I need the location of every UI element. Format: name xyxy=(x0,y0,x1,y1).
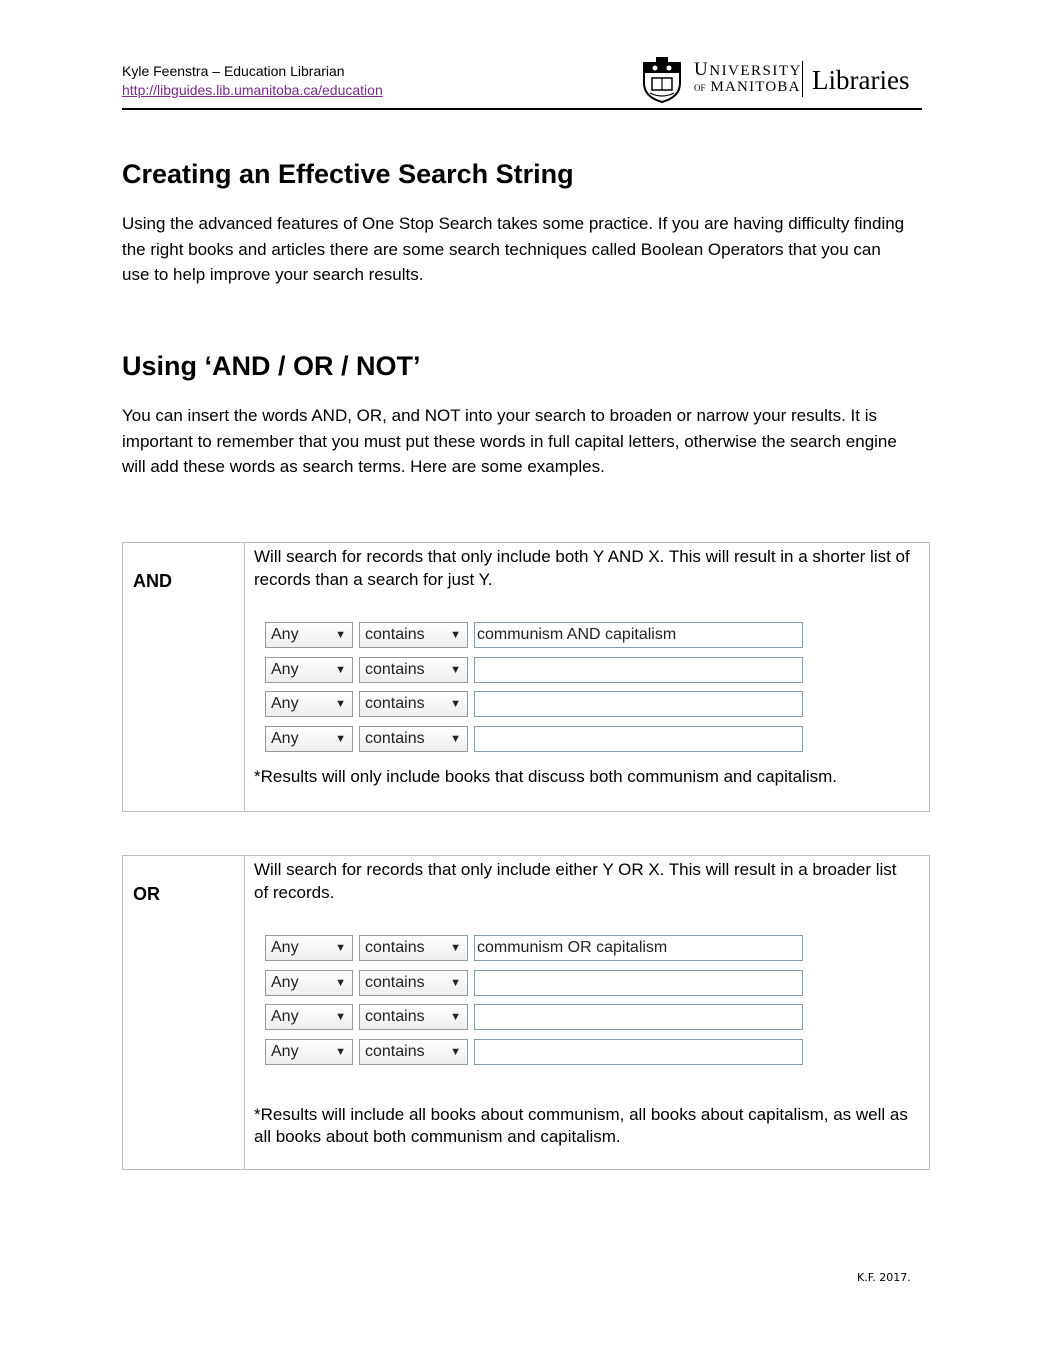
intro-paragraph: Using the advanced features of One Stop … xyxy=(122,214,905,284)
field-select[interactable]: Any▼ xyxy=(265,725,353,752)
page-header: Kyle Feenstra – Education Librarian http… xyxy=(122,62,922,112)
operator-label: AND xyxy=(133,571,172,591)
chevron-down-icon: ▼ xyxy=(450,698,461,710)
guide-link[interactable]: http://libguides.lib.umanitoba.ca/educat… xyxy=(122,82,383,98)
chevron-down-icon: ▼ xyxy=(335,942,346,954)
footer-initials: K.F. 2017. xyxy=(857,1271,911,1284)
condition-select[interactable]: contains▼ xyxy=(359,725,468,752)
search-term-input[interactable] xyxy=(474,969,803,996)
condition-select[interactable]: contains▼ xyxy=(359,691,468,717)
condition-select[interactable]: contains▼ xyxy=(359,1038,468,1065)
operator-cell: OR xyxy=(123,856,245,1169)
and-example-table: AND Will search for records that only in… xyxy=(122,542,930,812)
chevron-down-icon: ▼ xyxy=(335,629,346,641)
condition-select[interactable]: contains▼ xyxy=(359,969,468,996)
field-select[interactable]: Any▼ xyxy=(265,656,353,683)
chevron-down-icon: ▼ xyxy=(335,698,346,710)
operator-description: Will search for records that only includ… xyxy=(254,547,910,589)
university-logo: UNIVERSITY OF MANITOBA Libraries xyxy=(642,57,922,103)
search-term-input[interactable]: communism OR capitalism xyxy=(474,935,803,961)
or-example-table: OR Will search for records that only inc… xyxy=(122,855,930,1170)
chevron-down-icon: ▼ xyxy=(450,976,461,989)
operator-label: OR xyxy=(133,884,160,904)
field-select[interactable]: Any▼ xyxy=(265,1004,353,1030)
chevron-down-icon: ▼ xyxy=(335,663,346,676)
chevron-down-icon: ▼ xyxy=(450,1045,461,1058)
section-paragraph: You can insert the words AND, OR, and NO… xyxy=(122,406,897,476)
chevron-down-icon: ▼ xyxy=(335,1011,346,1023)
search-term-input[interactable] xyxy=(474,1038,803,1065)
chevron-down-icon: ▼ xyxy=(335,732,346,745)
condition-select[interactable]: contains▼ xyxy=(359,935,468,961)
chevron-down-icon: ▼ xyxy=(335,1045,346,1058)
search-term-input[interactable] xyxy=(474,1004,803,1030)
logo-divider xyxy=(802,61,803,97)
operator-cell: AND xyxy=(123,543,245,811)
chevron-down-icon: ▼ xyxy=(450,629,461,641)
search-term-input[interactable] xyxy=(474,691,803,717)
section-heading: Using ‘AND / OR / NOT’ xyxy=(122,351,421,381)
logo-university-text: UNIVERSITY xyxy=(694,59,802,80)
chevron-down-icon: ▼ xyxy=(450,942,461,954)
chevron-down-icon: ▼ xyxy=(450,663,461,676)
chevron-down-icon: ▼ xyxy=(450,1011,461,1023)
chevron-down-icon: ▼ xyxy=(335,976,346,989)
logo-manitoba-text: OF MANITOBA xyxy=(694,79,801,95)
search-term-input[interactable] xyxy=(474,656,803,683)
university-crest-icon xyxy=(643,57,681,103)
logo-libraries-text: Libraries xyxy=(812,65,910,95)
result-note: *Results will only include books that di… xyxy=(254,767,837,786)
field-select[interactable]: Any▼ xyxy=(265,622,353,648)
header-divider xyxy=(122,108,922,110)
operator-description: Will search for records that only includ… xyxy=(254,860,897,902)
field-select[interactable]: Any▼ xyxy=(265,935,353,961)
field-select[interactable]: Any▼ xyxy=(265,1038,353,1065)
chevron-down-icon: ▼ xyxy=(450,732,461,745)
author-line: Kyle Feenstra – Education Librarian xyxy=(122,63,345,79)
condition-select[interactable]: contains▼ xyxy=(359,622,468,648)
search-term-input[interactable] xyxy=(474,725,803,752)
condition-select[interactable]: contains▼ xyxy=(359,1004,468,1030)
search-term-input[interactable]: communism AND capitalism xyxy=(474,622,803,648)
field-select[interactable]: Any▼ xyxy=(265,969,353,996)
page-title: Creating an Effective Search String xyxy=(122,159,574,189)
result-note: *Results will include all books about co… xyxy=(254,1105,908,1146)
field-select[interactable]: Any▼ xyxy=(265,691,353,717)
condition-select[interactable]: contains▼ xyxy=(359,656,468,683)
